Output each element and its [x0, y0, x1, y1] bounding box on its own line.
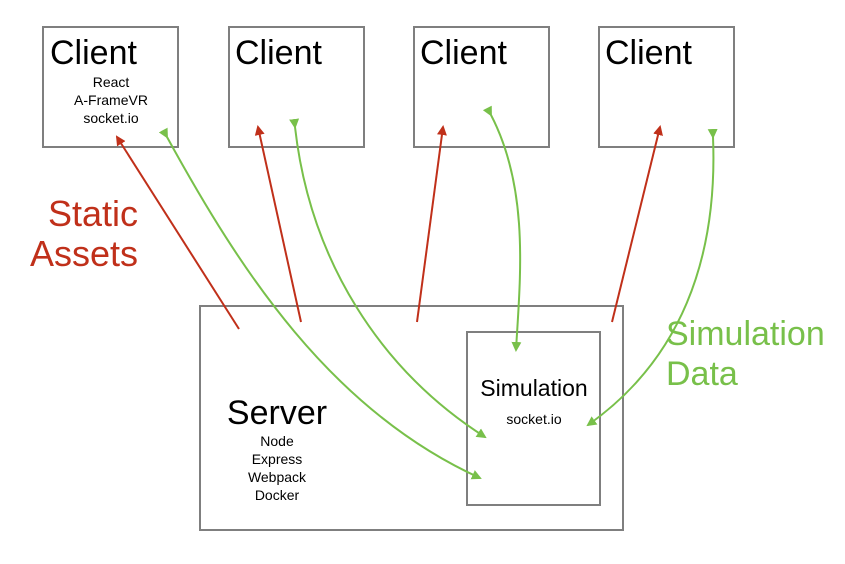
client-title: Client — [235, 34, 322, 72]
static-asset-arrow-3 — [416, 125, 447, 323]
simulation-box: Simulation socket.io — [466, 331, 601, 506]
simulation-data-label-line-2: Data — [666, 355, 738, 393]
server-tech-express: Express — [252, 451, 303, 467]
client-tech-react: React — [93, 74, 130, 90]
server-tech-webpack: Webpack — [248, 469, 307, 485]
simulation-data-label: Simulation Data — [666, 315, 825, 393]
simulation-tech-socketio: socket.io — [506, 411, 561, 427]
simulation-data-arrow-3 — [482, 105, 522, 352]
client-title: Client — [50, 34, 137, 72]
client-tech-socketio: socket.io — [83, 110, 138, 126]
server-tech-node: Node — [260, 433, 294, 449]
static-assets-label: Static Assets — [30, 193, 138, 274]
static-assets-label-line-2: Assets — [30, 233, 138, 274]
client-tech-aframe: A-FrameVR — [74, 92, 148, 108]
static-assets-label-line-1: Static — [48, 193, 138, 234]
static-assets-arrows — [115, 125, 663, 330]
static-asset-arrow-4 — [611, 125, 663, 323]
simulation-data-arrow-2 — [289, 118, 487, 439]
simulation-data-arrows — [158, 105, 718, 480]
client-title: Client — [605, 34, 692, 72]
simulation-data-arrow-4 — [586, 128, 718, 427]
client-box-1: Client React A-FrameVR socket.io — [42, 26, 179, 148]
client-box-4: Client — [598, 26, 735, 148]
client-title: Client — [420, 34, 507, 72]
simulation-data-label-line-1: Simulation — [666, 315, 825, 353]
client-box-3: Client — [413, 26, 550, 148]
client-box-2: Client — [228, 26, 365, 148]
server-tech-docker: Docker — [255, 487, 300, 503]
server-title: Server — [227, 394, 327, 432]
simulation-title: Simulation — [480, 375, 587, 401]
